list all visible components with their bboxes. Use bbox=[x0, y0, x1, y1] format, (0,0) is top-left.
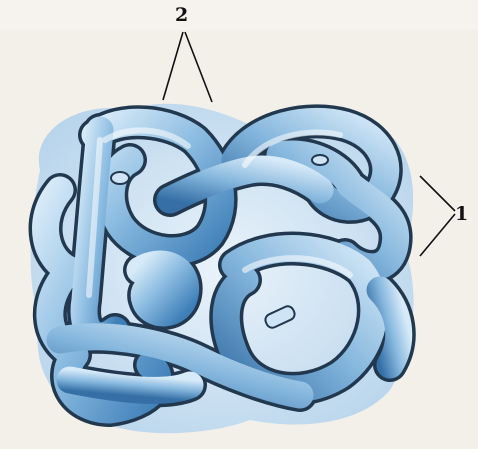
label-1: 1 bbox=[455, 203, 468, 225]
label-2: 2 bbox=[175, 4, 188, 26]
